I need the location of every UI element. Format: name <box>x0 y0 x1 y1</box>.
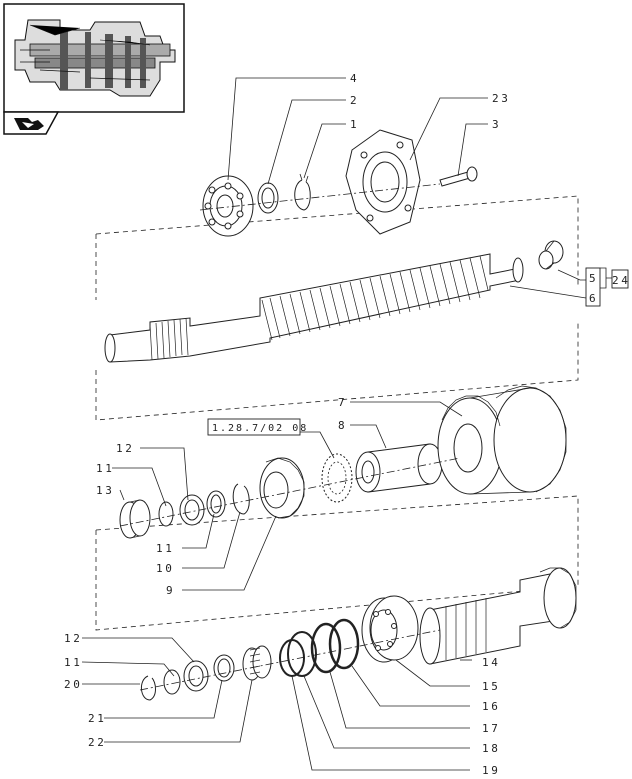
callout-22: 22 <box>88 736 106 749</box>
callout-3: 3 <box>492 118 501 131</box>
gear-part-7 <box>437 385 567 495</box>
callout-6: 6 <box>589 292 598 305</box>
callout-9: 9 <box>166 584 175 597</box>
callout-17: 17 <box>482 722 500 735</box>
callout-5-6-box <box>585 267 601 307</box>
nav-icon-frame[interactable] <box>3 111 60 135</box>
callout-4: 4 <box>350 72 359 85</box>
bearing-part-4 <box>202 175 254 237</box>
callout-12-lower: 12 <box>64 632 82 645</box>
main-shaft-part-6 <box>104 253 524 363</box>
callout-11-lower: 11 <box>64 656 82 669</box>
callout-19: 19 <box>482 764 500 777</box>
upper-dashed-frame <box>95 195 579 421</box>
callout-5: 5 <box>589 272 598 285</box>
splined-bush-part-13 <box>119 499 151 539</box>
lower-dashed-frame <box>95 495 579 631</box>
callout-1: 1 <box>350 118 359 131</box>
reference-box[interactable]: 1.28.7/02 08 <box>207 418 308 436</box>
circlip-part-10 <box>232 483 250 515</box>
callout-24-box <box>611 269 629 289</box>
washer-part-21 <box>213 654 235 682</box>
callout-12-upper: 12 <box>116 442 134 455</box>
callout-21: 21 <box>88 712 106 725</box>
gear-part-9 <box>259 457 305 519</box>
callout-2: 2 <box>350 94 359 107</box>
flange-part-23 <box>345 129 421 235</box>
book-arrow-icon[interactable] <box>14 118 44 130</box>
bearing-part-12-lower <box>183 660 209 692</box>
callout-13: 13 <box>96 484 114 497</box>
callout-7: 7 <box>338 396 347 409</box>
callout-20: 20 <box>64 678 82 691</box>
callout-8: 8 <box>338 419 347 432</box>
callout-14: 14 <box>482 656 500 669</box>
callout-24: 24 <box>612 274 630 287</box>
callout-23: 23 <box>492 92 510 105</box>
snap-ring-part-16 <box>328 618 360 670</box>
transmission-thumbnail-image <box>10 10 178 106</box>
bolt-part-3 <box>439 166 478 187</box>
washer-part-11-upper <box>158 501 174 527</box>
leader-lines <box>81 77 612 771</box>
callout-11-upper: 11 <box>96 462 114 475</box>
callout-11-mid: 11 <box>156 542 174 555</box>
reference-label[interactable]: 1.28.7/02 08 <box>212 423 308 434</box>
callout-10: 10 <box>156 562 174 575</box>
sleeve-part-8 <box>355 443 443 493</box>
snap-ring-part-17 <box>310 622 342 674</box>
circlip-part-1 <box>294 173 311 211</box>
output-shaft-part-14 <box>419 567 577 665</box>
callout-15: 15 <box>482 680 500 693</box>
bushing-part-5 <box>538 240 564 270</box>
washer-part-11-mid <box>206 490 226 518</box>
washer-part-11-lower <box>163 669 181 695</box>
lower-axis-line <box>139 629 441 691</box>
ring-part-2 <box>257 182 279 214</box>
callout-16: 16 <box>482 700 500 713</box>
callout-18: 18 <box>482 742 500 755</box>
circlip-part-20 <box>141 675 156 701</box>
needle-bearing-part-22 <box>242 645 272 681</box>
ring-part-18 <box>287 631 317 677</box>
middle-axis-line <box>119 457 461 527</box>
thrust-washer-reference <box>321 453 353 503</box>
thumbnail-frame <box>3 3 185 113</box>
bearing-part-15 <box>361 595 419 663</box>
